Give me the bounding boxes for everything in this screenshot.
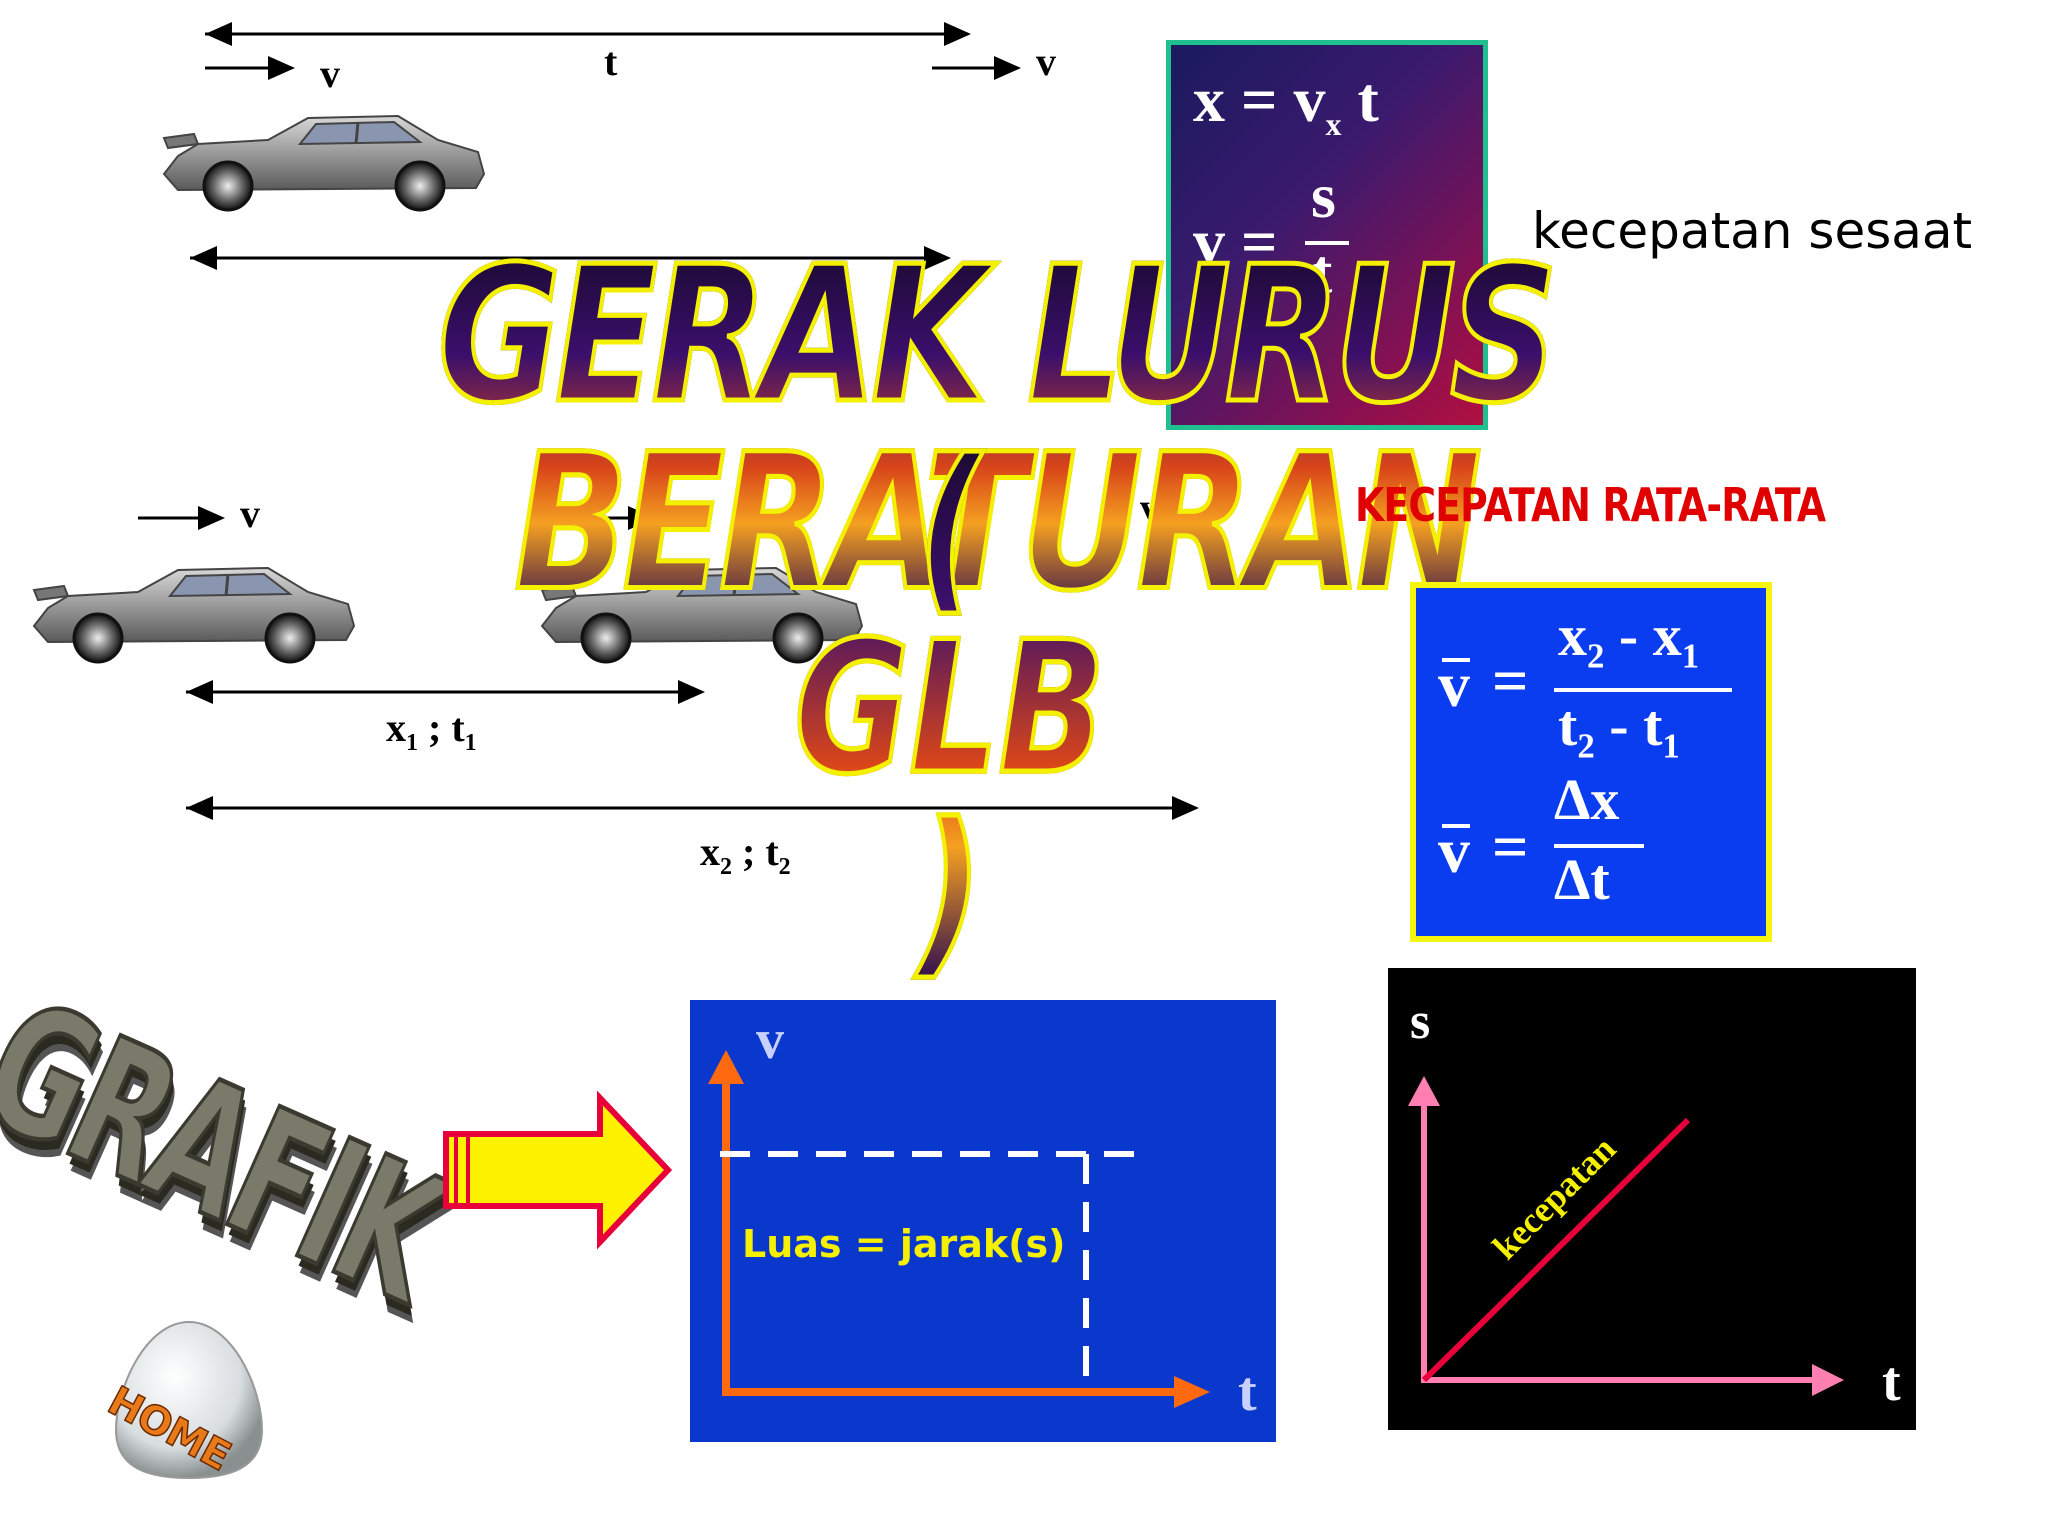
vbar-line-2 bbox=[1442, 824, 1470, 828]
label-x2-t2: x2 ; t2 bbox=[700, 829, 791, 880]
car-top bbox=[158, 104, 488, 214]
vt-area-label: Luas = jarak(s) bbox=[742, 1222, 1066, 1266]
formula-box-instant-velocity: x = vx t v = s t bbox=[1166, 40, 1488, 430]
graph-st-svg bbox=[1408, 1076, 1844, 1396]
formula-s-num: s bbox=[1311, 160, 1336, 231]
kecepatan-rata-rata-label: KECEPATAN RATA-RATA bbox=[1355, 478, 1826, 532]
vt-y-arrowhead bbox=[708, 1050, 744, 1084]
fraction-numerator: x2 - x1 bbox=[1558, 603, 1700, 676]
home-egg-shape bbox=[114, 1320, 264, 1480]
label-v-mid-2: v bbox=[672, 490, 692, 537]
vt-y-label: v bbox=[756, 1009, 784, 1071]
graph-distance-time: s t kecepatan bbox=[1388, 968, 1916, 1430]
fraction-line-2 bbox=[1554, 844, 1644, 848]
st-velocity-line bbox=[1421, 1117, 1691, 1383]
graph-vt-svg bbox=[708, 1050, 1210, 1408]
top-arrows bbox=[190, 22, 1021, 270]
formula-x-sub: x bbox=[1325, 105, 1342, 142]
page-title: GERAK LURUS BERATURAN bbox=[430, 240, 1560, 620]
st-y-arrowhead bbox=[1408, 1076, 1440, 1106]
st-x-arrowhead bbox=[1812, 1364, 1844, 1396]
vt-x-label: t bbox=[1238, 1361, 1257, 1423]
formula-t-den: t bbox=[1311, 235, 1332, 309]
delta-x: Δx bbox=[1554, 767, 1620, 832]
formula-x-eq: x = v bbox=[1193, 64, 1326, 135]
label-x1-t1: x1 ; t1 bbox=[386, 705, 477, 756]
vt-x-arrowhead bbox=[1174, 1376, 1210, 1408]
home-button[interactable]: HOME bbox=[100, 1318, 266, 1481]
st-x-label: t bbox=[1882, 1351, 1901, 1413]
label-v-mid-3: v bbox=[1140, 484, 1160, 531]
car-mid-1 bbox=[28, 556, 358, 666]
vbar-1: v bbox=[1438, 649, 1470, 720]
eq-sign-1: = bbox=[1492, 645, 1529, 716]
label-v-top-left: v bbox=[320, 51, 340, 96]
fraction-denominator: t2 - t1 bbox=[1558, 693, 1680, 766]
label-v-top-right: v bbox=[1036, 39, 1056, 84]
formula-frac-line bbox=[1305, 241, 1349, 245]
label-t-top: t bbox=[604, 39, 618, 84]
formula-t: t bbox=[1341, 64, 1379, 135]
page-subtitle: ( GLB ) bbox=[780, 434, 1120, 985]
middle-arrows bbox=[138, 506, 1199, 820]
kecepatan-sesaat-label: kecepatan sesaat bbox=[1532, 202, 1973, 260]
formula-box-average-velocity: v = x2 - x1 t2 - t1 v = Δx Δt bbox=[1410, 582, 1772, 942]
vbar-2: v bbox=[1438, 815, 1470, 886]
eq-sign-2: = bbox=[1492, 811, 1529, 882]
label-v-mid-1: v bbox=[240, 491, 260, 536]
grafik-label: GRAFIK bbox=[0, 958, 472, 1342]
fraction-line-1 bbox=[1554, 688, 1732, 692]
pointer-arrow bbox=[443, 1090, 673, 1250]
vbar-line-1 bbox=[1442, 658, 1470, 662]
st-y-label: s bbox=[1410, 993, 1431, 1050]
graph-velocity-time: v t Luas = jarak(s) bbox=[690, 1000, 1276, 1442]
formula-v-eq: v = bbox=[1193, 206, 1278, 277]
delta-t: Δt bbox=[1554, 847, 1610, 912]
